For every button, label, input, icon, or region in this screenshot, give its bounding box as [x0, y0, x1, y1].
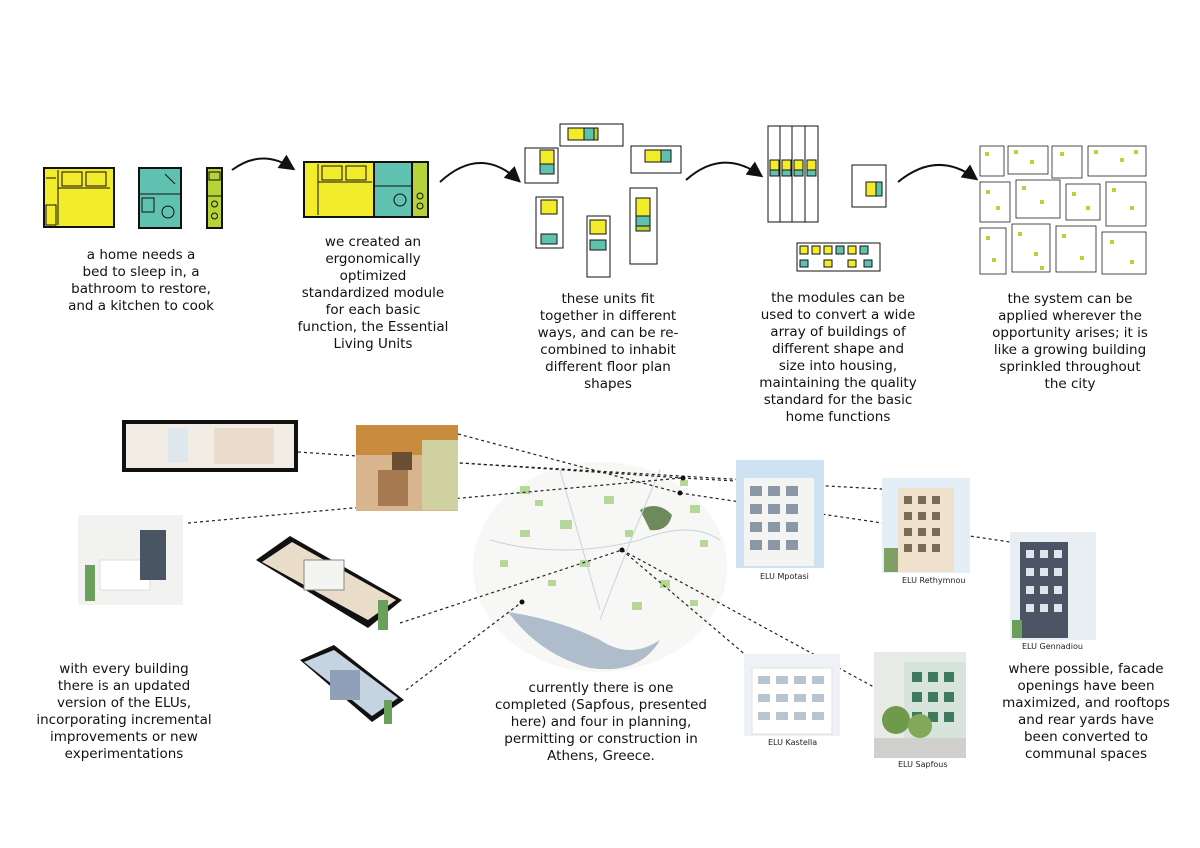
interior-photo-1: [356, 425, 458, 511]
kitchen-unit-module: [206, 167, 223, 229]
arrow-2: [439, 162, 521, 183]
interior-section-render-1: [122, 420, 298, 472]
building-render-gennadiou: [1010, 532, 1096, 640]
label-sapfous: ELU Sapfous: [898, 760, 948, 769]
arrow-4: [897, 164, 979, 183]
building-render-rethymnou: [882, 478, 970, 573]
step-4-caption: the modules can be used to convert a wid…: [759, 290, 917, 425]
arrow-1: [231, 154, 296, 171]
interior-photo-2: [78, 515, 183, 605]
axonometric-render-2: [300, 645, 404, 724]
arrow-3: [685, 161, 764, 181]
label-rethymnou: ELU Rethymnou: [902, 576, 966, 585]
sprinkled-units: [985, 150, 1138, 270]
facade-caption: where possible, facade openings have bee…: [1002, 661, 1170, 762]
label-kastella: ELU Kastella: [768, 738, 818, 747]
status-caption: currently there is one completed (Sapfou…: [495, 680, 707, 764]
bathroom-unit-module: [138, 167, 182, 229]
step-1-caption: a home needs a bed to sleep in, a bathro…: [68, 247, 214, 314]
floor-plan-variations: [524, 123, 682, 278]
step-5-caption: the system can be applied wherever the o…: [992, 291, 1148, 392]
city-block-map: [978, 143, 1148, 278]
label-gennadiou: ELU Gennadiou: [1022, 642, 1083, 651]
iterations-caption: with every building there is an updated …: [36, 661, 212, 762]
athens-map: [473, 462, 727, 672]
label-mpotasi: ELU Mpotasi: [760, 572, 809, 581]
axonometric-render-1: [256, 536, 402, 630]
building-render-kastella: [744, 654, 840, 736]
step-2-caption: we created an ergonomically optimized st…: [297, 234, 449, 352]
combined-elu-module: [303, 161, 429, 218]
building-render-sapfous: [874, 652, 966, 758]
living-unit-module: [43, 167, 115, 228]
map-location-markers: [519, 475, 686, 605]
building-plans: [767, 125, 887, 272]
step-3-caption: these units fit together in different wa…: [537, 291, 679, 392]
building-render-mpotasi: [736, 460, 824, 568]
